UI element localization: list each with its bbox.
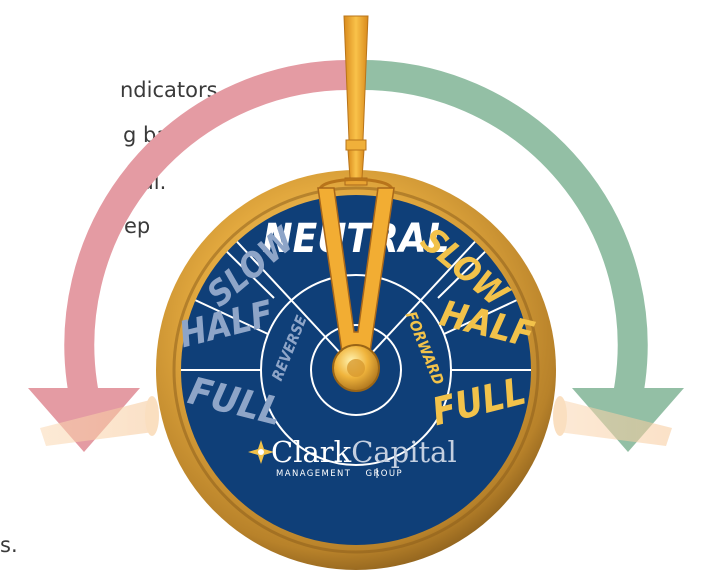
company-logo: ClarkCapital MANAGEMENT GROUP [248, 435, 457, 479]
text-fragment-1: ndicators, [120, 78, 225, 102]
svg-text:ClarkCapital: ClarkCapital [271, 435, 457, 469]
logo-tagline-part2: GROUP [366, 469, 404, 479]
svg-text:MANAGEMENT GROUP: MANAGEMENT GROUP [276, 469, 403, 479]
compass-star-icon [248, 440, 274, 464]
text-fragment-4: ep [124, 214, 151, 238]
logo-tagline-part1: MANAGEMENT [276, 469, 351, 479]
left-faded-handle [40, 396, 159, 446]
neutral-label: NEUTRAL [263, 216, 450, 262]
text-fragment-5: s. [0, 533, 18, 557]
right-faded-handle [553, 396, 672, 446]
dial-dividers [181, 231, 531, 466]
logo-name-part2: Capital [351, 435, 457, 469]
logo-name-part1: Clark [271, 435, 352, 469]
telegraph-lever [317, 15, 395, 353]
